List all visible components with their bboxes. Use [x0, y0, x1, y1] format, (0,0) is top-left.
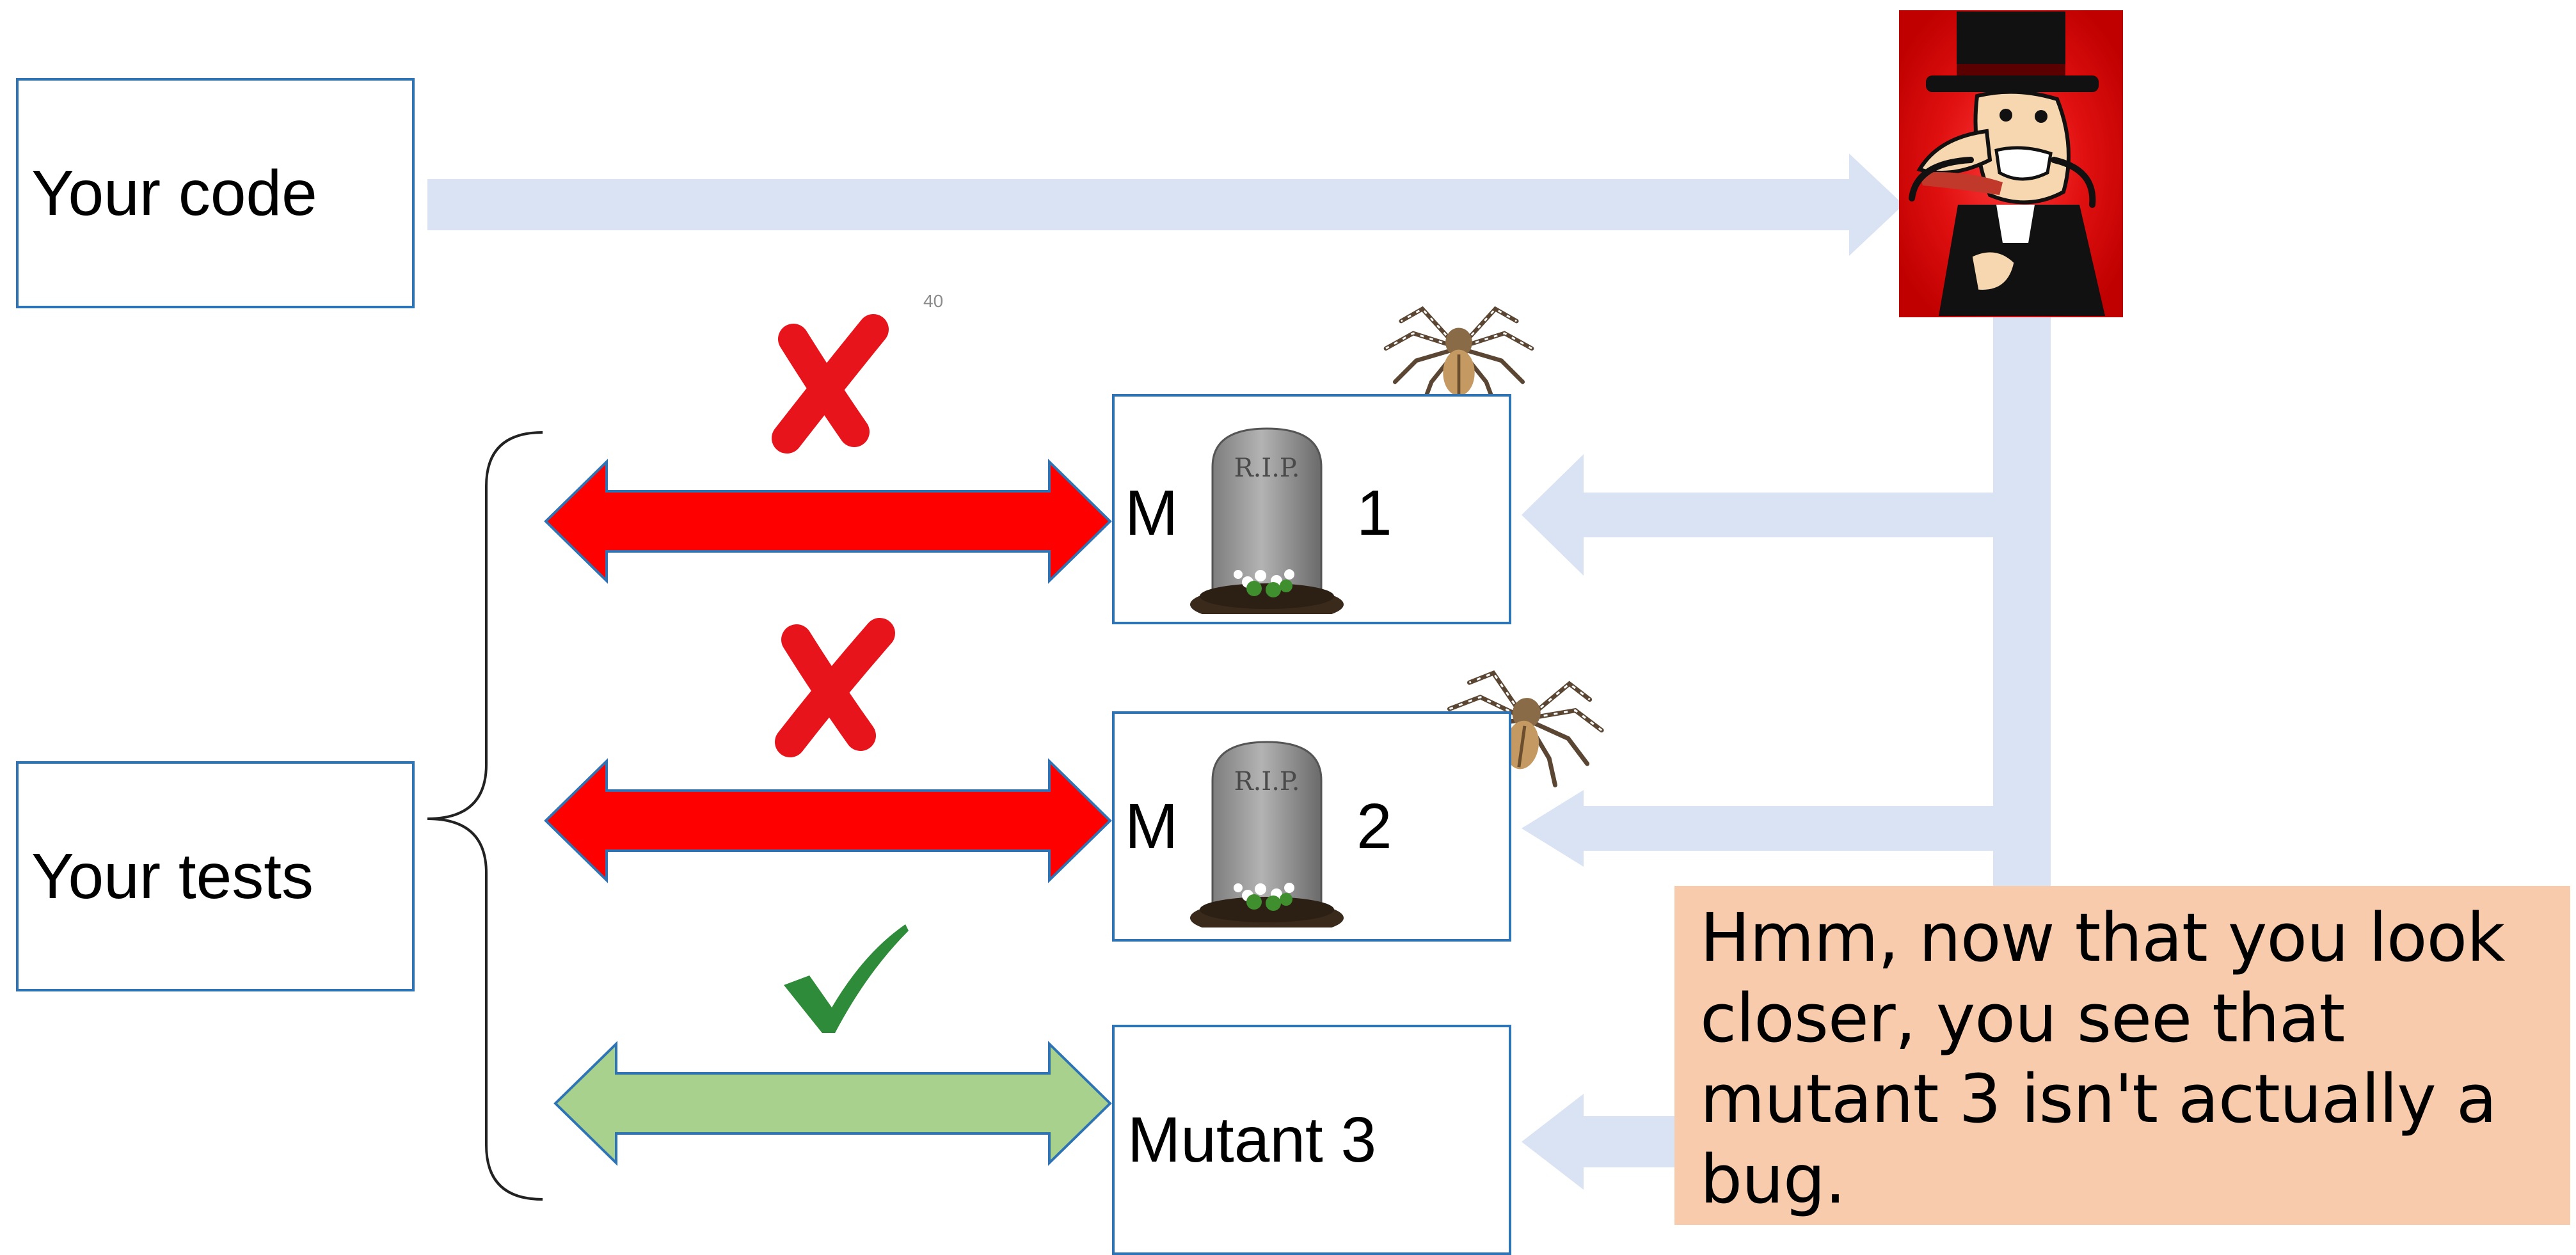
tombstone-text: R.I.P.	[1234, 454, 1300, 483]
mutant-3-box: Mutant 3	[1112, 1025, 1511, 1255]
mutant-1-prefix: M	[1125, 477, 1179, 549]
your-tests-label: Your tests	[31, 840, 314, 912]
tombstone-icon: R.I.P.	[1189, 741, 1345, 927]
page-number: 40	[923, 291, 944, 311]
tombstone-text: R.I.P.	[1234, 767, 1300, 796]
test-arrow-mutant-1	[544, 459, 1112, 584]
test-arrow-mutant-2	[544, 758, 1112, 883]
mutant-2-prefix: M	[1125, 791, 1179, 862]
mutant-2-suffix: 2	[1356, 791, 1392, 862]
your-tests-box: Your tests	[16, 761, 415, 991]
mutant-3-label: Mutant 3	[1127, 1103, 1377, 1176]
cross-icon	[775, 618, 895, 757]
mutant-1-incoming-arrow	[1522, 454, 2051, 576]
spider-icon	[1386, 309, 1532, 406]
check-icon	[784, 924, 909, 1033]
tombstone-icon: R.I.P.	[1189, 427, 1345, 614]
test-arrow-mutant-3	[553, 1041, 1112, 1166]
tests-brace	[427, 431, 543, 1201]
mutant-1-suffix: 1	[1356, 477, 1392, 549]
speech-callout: Hmm, now that you look closer, you see t…	[1674, 886, 2570, 1225]
villain-icon	[1899, 10, 2123, 317]
code-to-villain-arrow	[427, 154, 1904, 256]
your-code-box: Your code	[16, 78, 415, 308]
mutant-2-incoming-arrow	[1522, 790, 2051, 867]
cross-icon	[772, 314, 889, 454]
your-code-label: Your code	[31, 157, 317, 229]
callout-text: Hmm, now that you look closer, you see t…	[1700, 899, 2505, 1219]
